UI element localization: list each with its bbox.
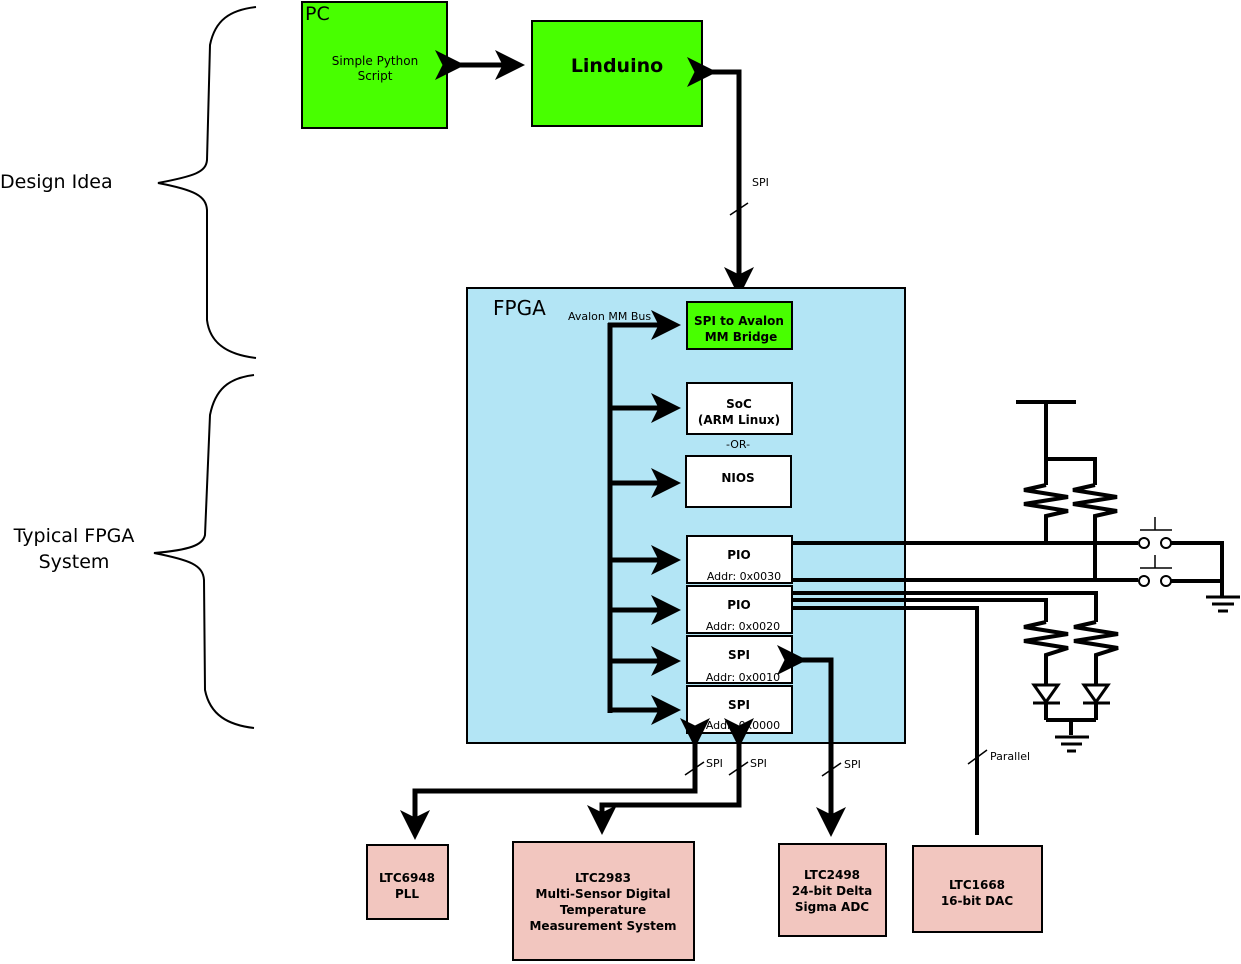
spi-links bbox=[400, 645, 846, 840]
diode-icon bbox=[1031, 683, 1111, 705]
device-line: Temperature bbox=[560, 903, 646, 917]
device-line: LTC1668 bbox=[949, 878, 1005, 892]
peripheral-addr: Addr: 0x0000 bbox=[706, 719, 780, 732]
fpga-system-brace bbox=[153, 374, 255, 729]
spi-pll-label: SPI bbox=[706, 757, 723, 770]
device-ltc1668: LTC1668 16-bit DAC bbox=[912, 845, 1043, 933]
device-line: LTC2498 bbox=[804, 868, 860, 882]
bus-slashes bbox=[684, 761, 842, 777]
device-ltc2983: LTC2983 Multi-Sensor Digital Temperature… bbox=[512, 841, 695, 961]
peripheral-addr: Addr: 0x0030 bbox=[707, 570, 781, 583]
peripheral-spi-0010: SPI Addr: 0x0010 bbox=[686, 635, 793, 684]
peripheral-pio-0030: PIO Addr: 0x0030 bbox=[686, 535, 793, 584]
device-line: 16-bit DAC bbox=[941, 894, 1014, 908]
device-ltc2498: LTC2498 24-bit Delta Sigma ADC bbox=[778, 843, 887, 937]
typical-fpga-label-2: System bbox=[39, 551, 110, 573]
peripheral-addr: Addr: 0x0020 bbox=[706, 620, 780, 633]
avalon-bus-label: Avalon MM Bus bbox=[568, 310, 651, 323]
device-line: LTC6948 bbox=[379, 871, 435, 885]
peripheral-name: SPI bbox=[728, 698, 750, 712]
pc-title: PC bbox=[305, 3, 330, 25]
peripheral-pio-0020: PIO Addr: 0x0020 bbox=[686, 585, 793, 634]
bus-branches bbox=[608, 310, 681, 725]
linduino-title: Linduino bbox=[571, 55, 663, 77]
spi-temp-label: SPI bbox=[750, 757, 767, 770]
device-line: PLL bbox=[395, 887, 419, 901]
pc-line1: Simple Python bbox=[332, 54, 418, 68]
device-line: Multi-Sensor Digital bbox=[536, 887, 671, 901]
nios-title: NIOS bbox=[721, 471, 754, 485]
spi-top-label: SPI bbox=[752, 176, 769, 189]
push-button-switches bbox=[1138, 517, 1224, 597]
soc-line2: (ARM Linux) bbox=[698, 413, 780, 427]
bridge-line2: MM Bridge bbox=[705, 330, 778, 344]
linduino-spi-link bbox=[687, 57, 754, 297]
peripheral-name: PIO bbox=[727, 548, 750, 562]
pc-block: PC Simple Python Script bbox=[301, 1, 448, 129]
bus-slash bbox=[967, 749, 988, 765]
device-line: Sigma ADC bbox=[795, 900, 869, 914]
typical-fpga-label-1: Typical FPGA bbox=[13, 525, 135, 547]
spi-avalon-bridge: SPI to Avalon MM Bridge bbox=[686, 301, 793, 350]
fpga-title: FPGA bbox=[493, 296, 546, 320]
linduino-block: Linduino bbox=[531, 20, 703, 127]
pc-line2: Script bbox=[358, 69, 393, 83]
pio-wires bbox=[792, 541, 1138, 835]
parallel-label: Parallel bbox=[990, 750, 1030, 763]
device-line: Measurement System bbox=[529, 919, 676, 933]
ground-icon bbox=[1055, 735, 1089, 753]
bus-slash bbox=[729, 202, 749, 216]
design-idea-label: Design Idea bbox=[0, 171, 113, 193]
peripheral-name: SPI bbox=[728, 648, 750, 662]
device-ltc6948: LTC6948 PLL bbox=[366, 844, 449, 920]
or-label: -OR- bbox=[726, 438, 750, 451]
bridge-line1: SPI to Avalon bbox=[694, 314, 784, 328]
soc-block: SoC (ARM Linux) bbox=[686, 382, 793, 435]
pull-up-network bbox=[1016, 400, 1118, 580]
design-idea-brace bbox=[157, 6, 257, 359]
peripheral-addr: Addr: 0x0010 bbox=[706, 671, 780, 684]
led-network bbox=[1023, 620, 1119, 735]
spi-adc-label: SPI bbox=[844, 758, 861, 771]
device-line: LTC2983 bbox=[575, 871, 631, 885]
nios-block: NIOS bbox=[685, 455, 792, 508]
peripheral-spi-0000: SPI Addr: 0x0000 bbox=[686, 685, 793, 734]
peripheral-name: PIO bbox=[727, 598, 750, 612]
ground-icon bbox=[1206, 595, 1240, 613]
soc-line1: SoC bbox=[726, 397, 752, 411]
device-line: 24-bit Delta bbox=[792, 884, 872, 898]
